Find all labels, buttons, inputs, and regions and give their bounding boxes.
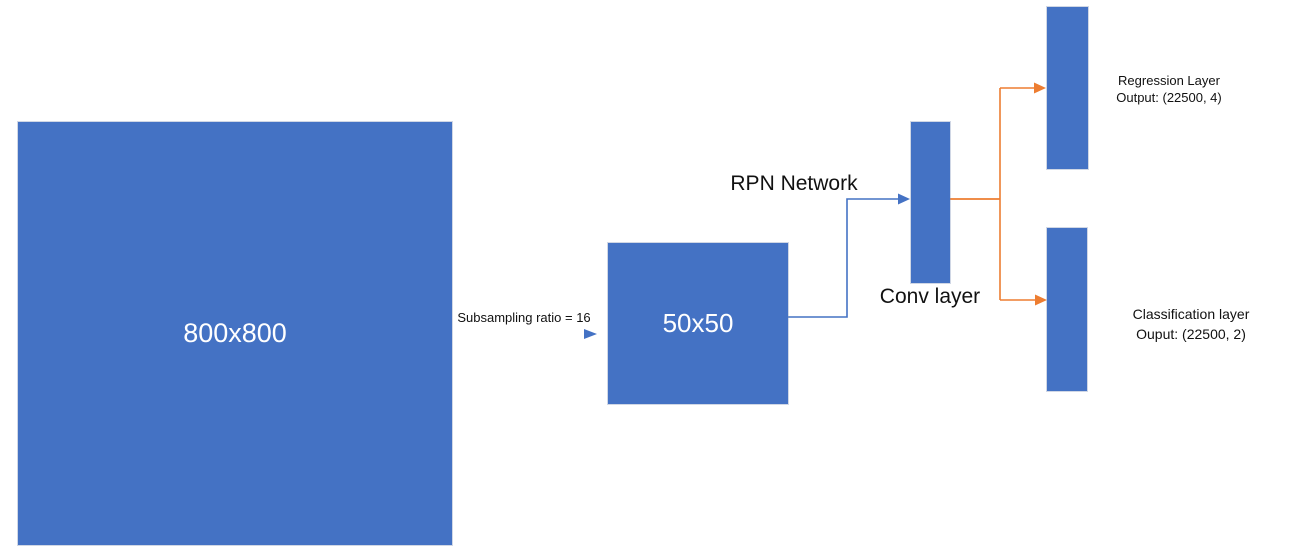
input-image-box: 800x800 — [18, 122, 452, 545]
subsampling-arrow — [468, 329, 597, 339]
regression-output-label-line2: Output: (22500, 4) — [1116, 90, 1222, 105]
classification-output-label: Classification layer Ouput: (22500, 2) — [1081, 304, 1294, 344]
subsampling-label: Subsampling ratio = 16 — [457, 310, 591, 325]
regression-arrow — [1000, 82, 1046, 94]
classification-arrowhead-icon — [1035, 294, 1047, 306]
regression-output-label-line1: Regression Layer — [1118, 73, 1220, 88]
conv-layer-box — [911, 122, 950, 283]
regression-output-label: Regression Layer Output: (22500, 4) — [1069, 72, 1269, 106]
subsampling-arrowhead-icon — [584, 329, 597, 339]
conv-to-branches-connector — [950, 82, 1047, 306]
classification-output-label-line2: Ouput: (22500, 2) — [1136, 326, 1246, 342]
classification-output-label-line1: Classification layer — [1132, 306, 1250, 322]
feature-map-box: 50x50 — [608, 243, 788, 404]
input-image-label: 800x800 — [183, 318, 287, 348]
classification-layer-box — [1047, 228, 1087, 391]
feature-map-label: 50x50 — [662, 308, 734, 338]
regression-arrowhead-icon — [1034, 82, 1046, 94]
regression-layer-box — [1047, 7, 1088, 169]
rpn-network-label: RPN Network — [730, 172, 858, 195]
rpn-arrowhead-icon — [898, 193, 910, 205]
conv-layer-label: Conv layer — [879, 285, 981, 308]
